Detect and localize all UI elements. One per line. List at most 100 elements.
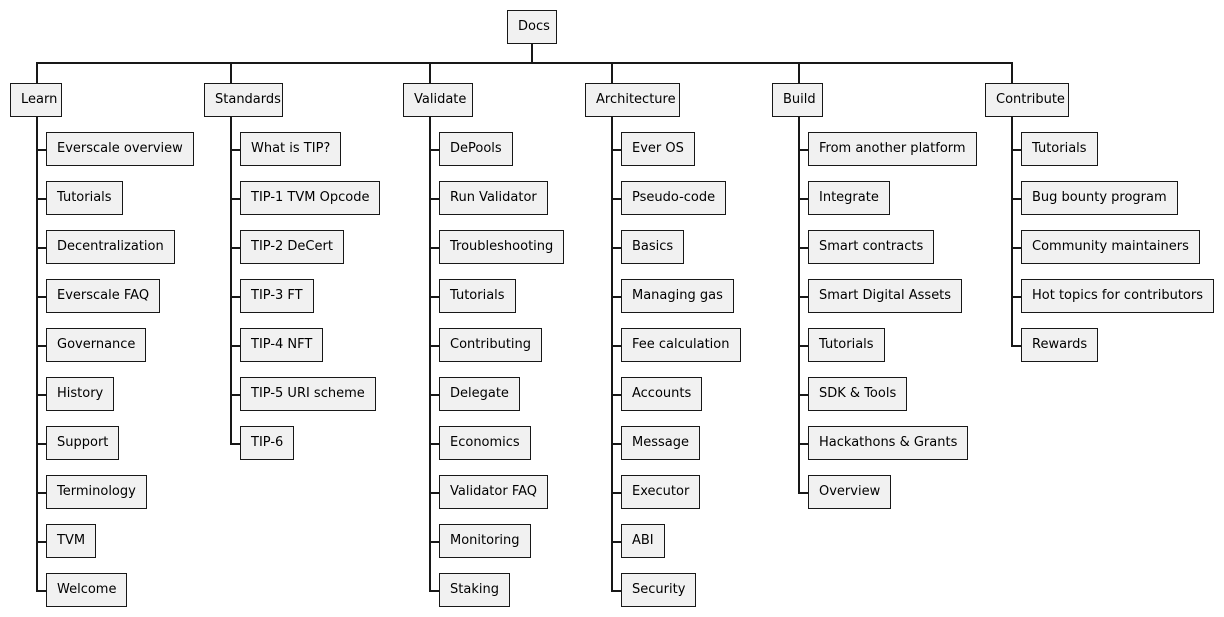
child-connector <box>798 247 808 249</box>
section-connector <box>230 62 232 83</box>
child-node-architecture: Executor <box>621 475 701 509</box>
child-connector <box>36 590 46 592</box>
child-node-standards: TIP-2 DeCert <box>240 230 344 264</box>
child-node-architecture: Security <box>621 573 697 607</box>
child-node-architecture: Basics <box>621 230 685 264</box>
child-node-learn: Everscale overview <box>46 132 194 166</box>
child-node-validate: Tutorials <box>439 279 516 313</box>
section-connector <box>798 62 800 83</box>
child-connector <box>429 590 439 592</box>
child-connector <box>798 198 808 200</box>
child-connector <box>611 247 621 249</box>
child-node-validate: Troubleshooting <box>439 230 565 264</box>
child-connector <box>1011 149 1021 151</box>
child-connector <box>36 541 46 543</box>
child-node-contribute: Hot topics for contributors <box>1021 279 1214 313</box>
section-node-build: Build <box>772 83 823 117</box>
child-connector <box>230 198 240 200</box>
section-bus-line <box>36 62 1013 64</box>
child-spine-standards <box>230 117 232 444</box>
child-connector <box>798 149 808 151</box>
section-connector <box>36 62 38 83</box>
child-connector <box>798 345 808 347</box>
child-node-build: Smart Digital Assets <box>808 279 963 313</box>
child-spine-contribute <box>1011 117 1013 346</box>
child-node-build: Tutorials <box>808 328 885 362</box>
child-connector <box>230 296 240 298</box>
child-node-learn: Everscale FAQ <box>46 279 161 313</box>
child-node-build: Overview <box>808 475 892 509</box>
child-node-learn: Governance <box>46 328 147 362</box>
child-spine-validate <box>429 117 431 591</box>
child-connector <box>429 247 439 249</box>
child-node-validate: Validator FAQ <box>439 475 549 509</box>
child-connector <box>611 198 621 200</box>
child-spine-architecture <box>611 117 613 591</box>
child-connector <box>36 198 46 200</box>
child-connector <box>429 541 439 543</box>
child-connector <box>798 296 808 298</box>
child-node-learn: Tutorials <box>46 181 123 215</box>
child-connector <box>429 492 439 494</box>
child-connector <box>611 345 621 347</box>
section-node-validate: Validate <box>403 83 473 117</box>
child-connector <box>429 296 439 298</box>
child-node-contribute: Tutorials <box>1021 132 1098 166</box>
child-node-learn: TVM <box>46 524 97 558</box>
child-node-validate: Contributing <box>439 328 543 362</box>
child-connector <box>230 149 240 151</box>
child-connector <box>429 345 439 347</box>
child-connector <box>230 345 240 347</box>
child-connector <box>429 443 439 445</box>
child-connector <box>36 443 46 445</box>
child-connector <box>798 492 808 494</box>
section-node-learn: Learn <box>10 83 62 117</box>
child-node-validate: Run Validator <box>439 181 548 215</box>
section-connector <box>611 62 613 83</box>
child-node-standards: TIP-6 <box>240 426 295 460</box>
child-node-validate: Staking <box>439 573 510 607</box>
section-connector <box>1011 62 1013 83</box>
child-spine-learn <box>36 117 38 591</box>
child-node-architecture: Accounts <box>621 377 703 411</box>
child-node-contribute: Community maintainers <box>1021 230 1200 264</box>
child-connector <box>1011 247 1021 249</box>
child-node-architecture: Ever OS <box>621 132 695 166</box>
child-connector <box>611 492 621 494</box>
root-node-docs: Docs <box>507 10 557 44</box>
child-connector <box>611 394 621 396</box>
child-node-standards: TIP-4 NFT <box>240 328 324 362</box>
child-connector <box>429 394 439 396</box>
child-node-validate: DePools <box>439 132 513 166</box>
child-spine-build <box>798 117 800 493</box>
child-connector <box>1011 296 1021 298</box>
child-node-architecture: Fee calculation <box>621 328 741 362</box>
child-node-learn: Terminology <box>46 475 147 509</box>
child-node-architecture: Message <box>621 426 700 460</box>
child-node-learn: History <box>46 377 115 411</box>
child-node-contribute: Bug bounty program <box>1021 181 1178 215</box>
child-node-validate: Monitoring <box>439 524 531 558</box>
child-connector <box>1011 198 1021 200</box>
child-connector <box>429 198 439 200</box>
root-connector <box>531 44 533 62</box>
section-node-architecture: Architecture <box>585 83 680 117</box>
child-node-standards: TIP-1 TVM Opcode <box>240 181 381 215</box>
child-node-validate: Economics <box>439 426 531 460</box>
child-node-architecture: Pseudo-code <box>621 181 727 215</box>
child-node-architecture: ABI <box>621 524 665 558</box>
child-node-build: Smart contracts <box>808 230 935 264</box>
child-connector <box>36 345 46 347</box>
child-connector <box>36 247 46 249</box>
child-connector <box>36 492 46 494</box>
child-node-build: Integrate <box>808 181 890 215</box>
child-node-build: SDK & Tools <box>808 377 908 411</box>
child-connector <box>36 394 46 396</box>
child-connector <box>611 443 621 445</box>
child-node-contribute: Rewards <box>1021 328 1099 362</box>
child-connector <box>611 296 621 298</box>
child-connector <box>230 247 240 249</box>
child-connector <box>798 394 808 396</box>
child-connector <box>230 443 240 445</box>
child-node-build: Hackathons & Grants <box>808 426 969 460</box>
